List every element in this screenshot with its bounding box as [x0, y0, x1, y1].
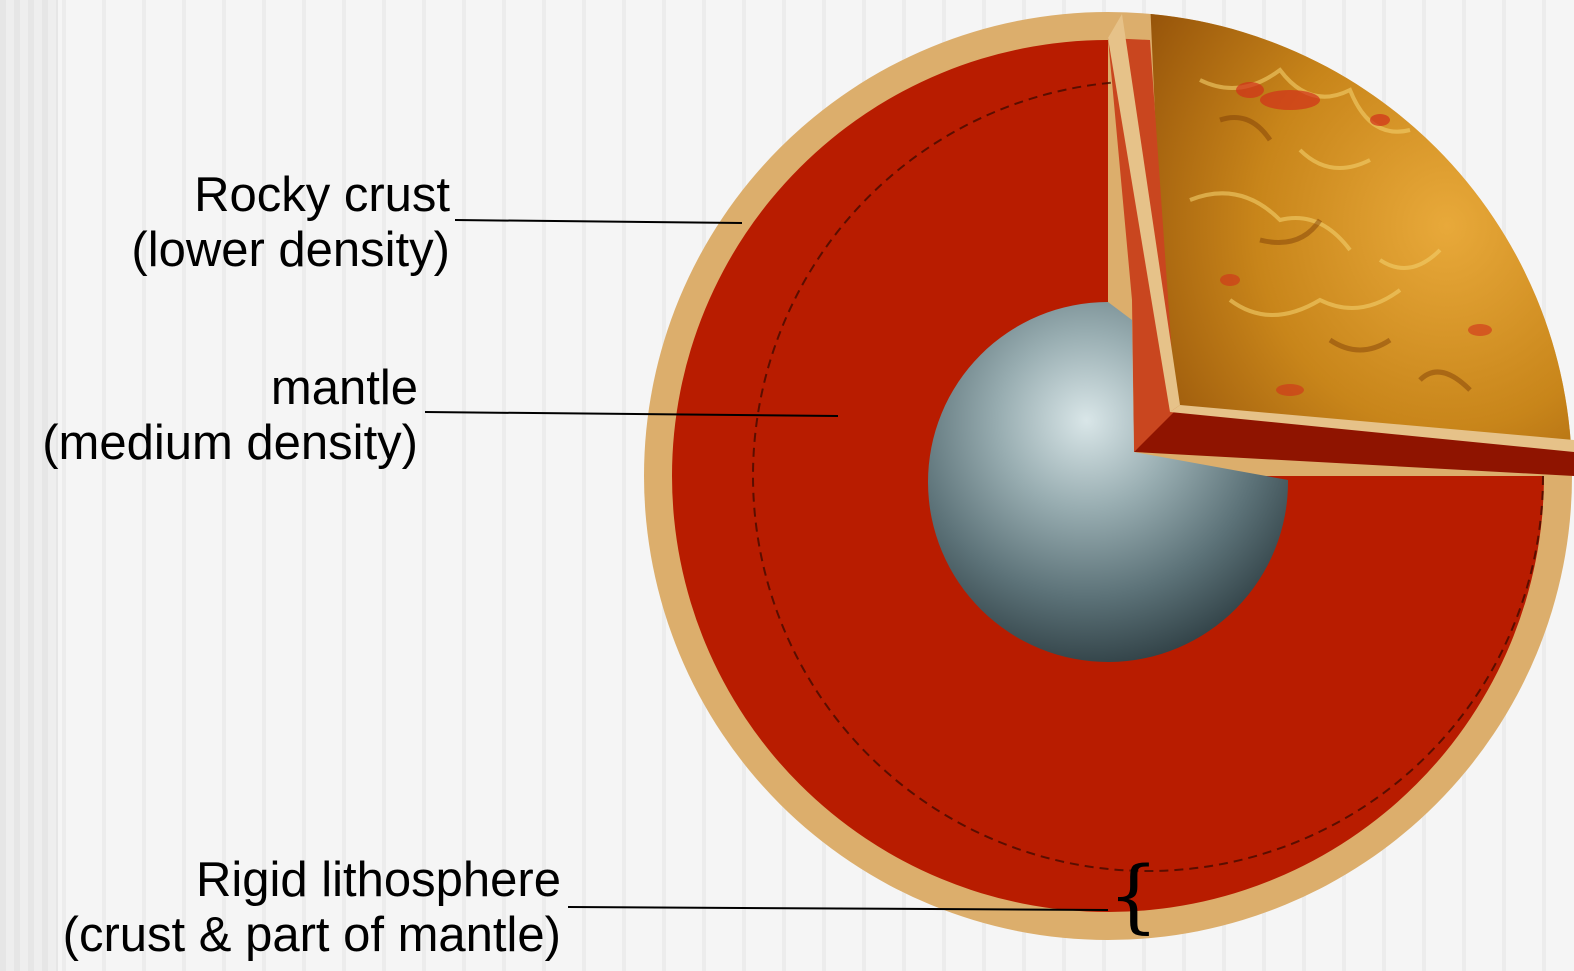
- mantle-label-title: mantle: [42, 361, 418, 416]
- lithosphere-label-subtitle: (crust & part of mantle): [63, 908, 561, 963]
- crust-label: Rocky crust (lower density): [131, 168, 450, 278]
- lithosphere-brace: {: [1108, 856, 1159, 936]
- mantle-label-subtitle: (medium density): [42, 416, 418, 471]
- lithosphere-label: Rigid lithosphere (crust & part of mantl…: [63, 853, 561, 963]
- crust-leader-line: [455, 220, 742, 223]
- crust-label-title: Rocky crust: [131, 168, 450, 223]
- planet-surface: [1150, 0, 1574, 452]
- lithosphere-label-title: Rigid lithosphere: [63, 853, 561, 908]
- crust-label-subtitle: (lower density): [131, 223, 450, 278]
- mantle-label: mantle (medium density): [42, 361, 418, 471]
